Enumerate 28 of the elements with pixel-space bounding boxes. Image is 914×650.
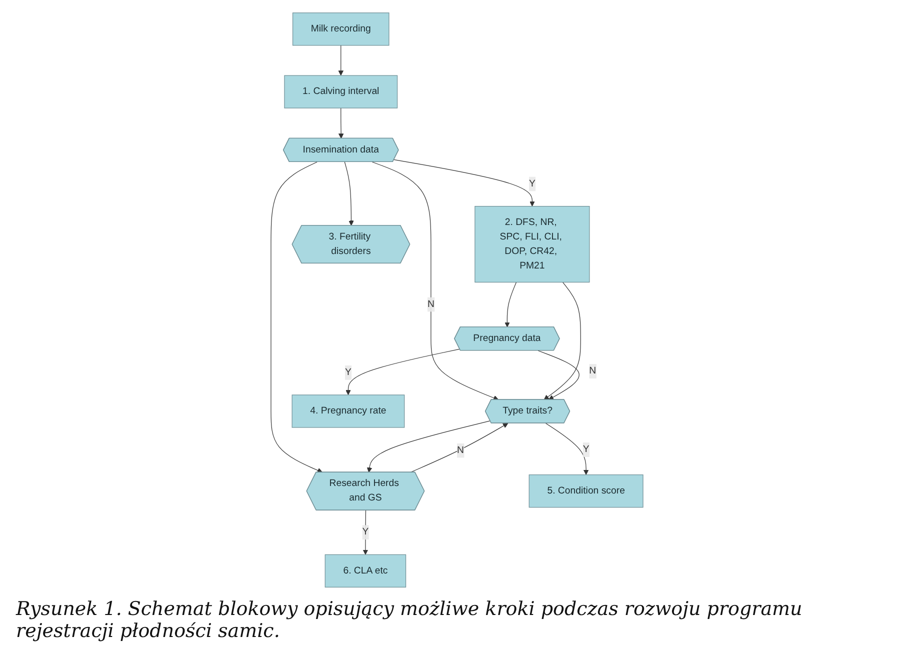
arrow	[346, 348, 460, 396]
node-box: 2. DFS, NR, SPC, FLI, CLI, DOP, CR42, PM21	[474, 206, 590, 283]
arrow	[545, 422, 589, 476]
arrow	[410, 423, 508, 473]
arrow	[338, 45, 344, 76]
edge-label: Y	[582, 444, 590, 455]
node-box: 5. Condition score	[528, 474, 644, 508]
arrow	[344, 162, 354, 226]
arrow	[544, 282, 581, 400]
edge-label: Y	[345, 367, 352, 378]
caption: Rysunek 1. Schemat blokowy opisujący możliwe kroki podczas rozwoju programu rejestracji płodności samic.	[16, 598, 804, 642]
node-box: 1. Calving interval	[284, 75, 398, 108]
node-box: 4. Pregnancy rate	[292, 394, 405, 428]
arrow	[270, 162, 323, 473]
arrow	[338, 108, 344, 139]
edge-label: N	[589, 366, 596, 376]
arrow	[372, 162, 499, 400]
edge-label: N	[427, 299, 434, 310]
edge-label: Y	[362, 526, 369, 538]
arrow	[366, 420, 491, 473]
edge-label: N	[457, 445, 464, 456]
node-box: 6. CLA etc	[324, 554, 406, 588]
arrow	[362, 510, 368, 555]
arrow	[394, 159, 535, 207]
arrow	[504, 282, 517, 328]
node-box: Milk recording	[292, 12, 390, 46]
edge-label: Y	[528, 178, 536, 189]
arrow	[538, 350, 580, 400]
